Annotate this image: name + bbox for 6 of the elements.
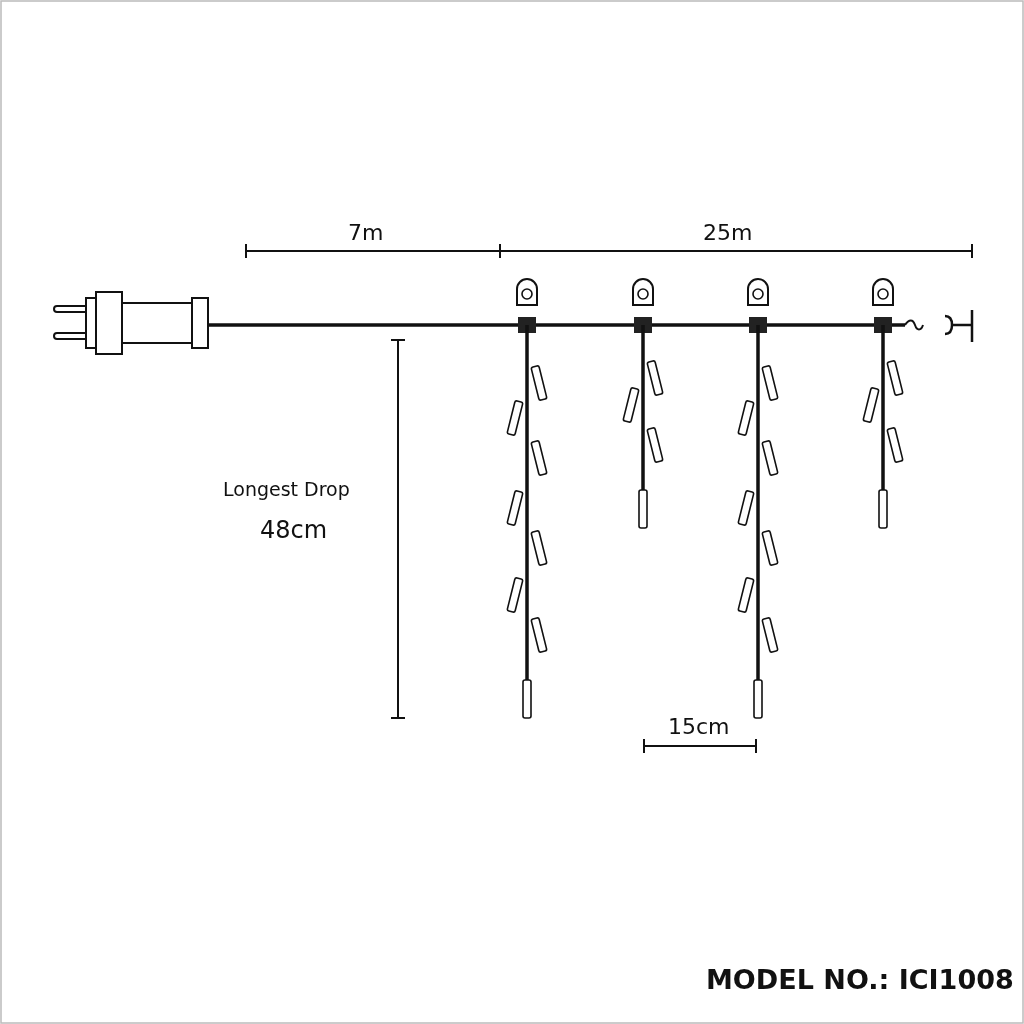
dimension-label: 7m [348, 222, 384, 244]
dimension-label: 48cm [260, 518, 328, 542]
dimension-label: 15cm [668, 716, 730, 738]
drop-label: Longest Drop [223, 480, 350, 499]
dimension-label: 25m [703, 222, 753, 244]
model-number: MODEL NO.: ICI1008 [706, 966, 1014, 993]
